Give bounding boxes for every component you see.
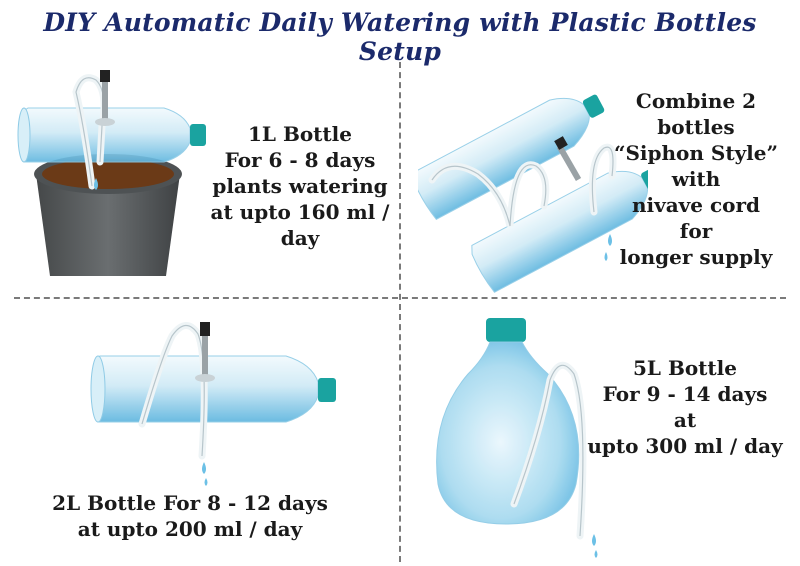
upper-bottle-cap — [582, 94, 605, 118]
vertical-divider — [399, 62, 401, 562]
water-drop — [202, 462, 206, 474]
page-title: DIY Automatic Daily Watering with Plasti… — [43, 8, 757, 66]
illustration-1l-bottle-pot — [17, 70, 206, 276]
bottle-cap — [190, 124, 206, 146]
upper-bottle-body — [418, 97, 590, 220]
caption-2l-bottle: 2L Bottle For 8 - 12 days at upto 200 ml… — [52, 491, 328, 541]
lower-bottle-cap — [641, 167, 648, 191]
pot — [36, 174, 180, 276]
valve — [556, 145, 582, 181]
water-drop — [608, 234, 612, 246]
horizontal-divider — [14, 297, 786, 299]
caption-siphon-style: Combine 2 bottles “Siphon Style” with ni… — [613, 89, 779, 269]
water-drop — [94, 178, 98, 190]
bottle-cap — [486, 318, 526, 342]
illustration-5l-bottle — [436, 318, 598, 558]
illustration-2l-bottle — [90, 322, 336, 486]
soil — [42, 159, 174, 189]
caption-5l-bottle: 5L Bottle For 9 - 14 days at upto 300 ml… — [587, 356, 783, 458]
illustration-siphon-bottles — [418, 94, 648, 293]
bottle-cap — [318, 378, 336, 402]
valve — [102, 74, 108, 122]
water-drop — [592, 534, 596, 546]
valve — [202, 326, 208, 378]
caption-1l-bottle: 1L Bottle For 6 - 8 days plants watering… — [210, 122, 390, 250]
lower-bottle-body — [471, 170, 648, 293]
